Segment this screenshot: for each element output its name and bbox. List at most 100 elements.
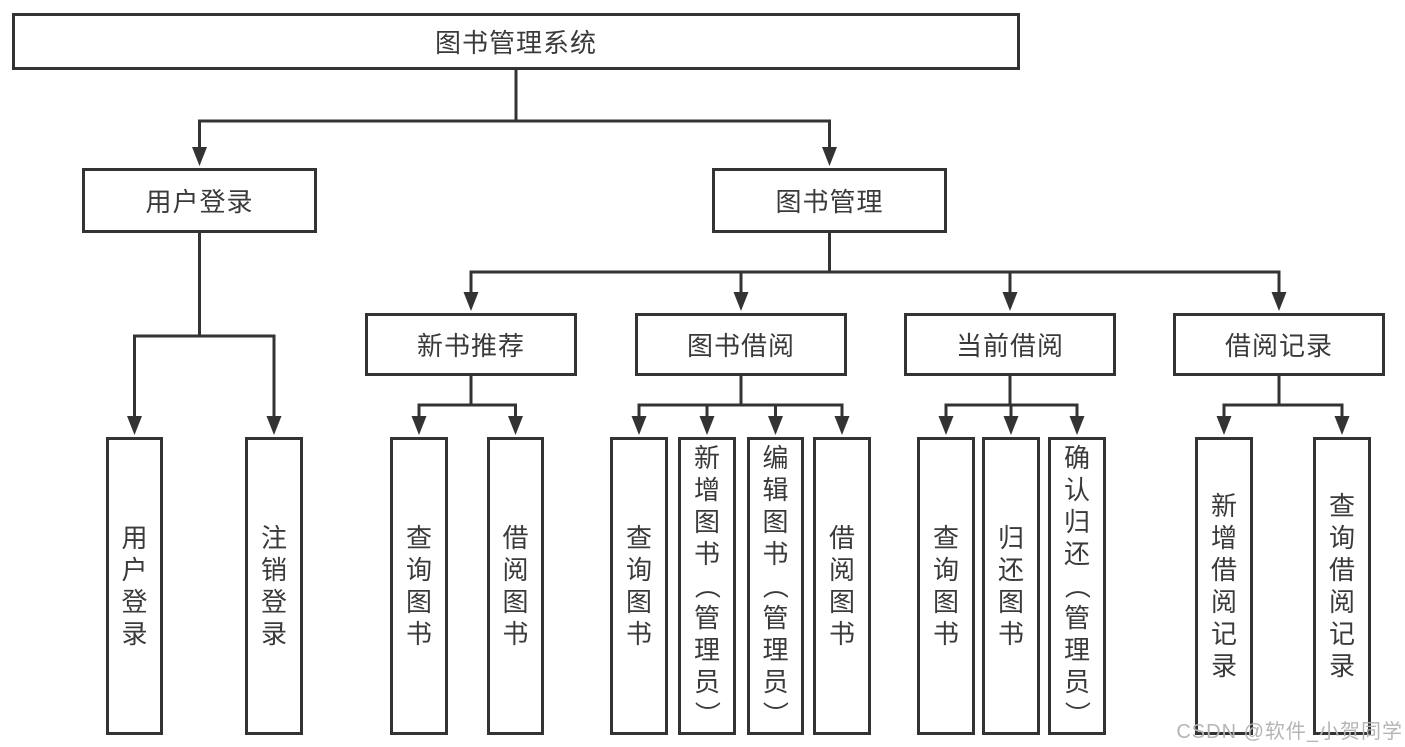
node-label: 图书借阅 [686, 331, 795, 361]
node-leaf-user-login: 用户登录 [106, 437, 163, 735]
node-label-char: 询 [405, 555, 432, 585]
node-label-char: 图 [502, 587, 529, 617]
edge-book-mgmt [463, 231, 1287, 311]
node-label-char: 书 [502, 619, 529, 649]
node-label-char: 增 [693, 475, 720, 505]
node-borrow-records: 借阅记录 [1173, 313, 1385, 376]
edge-current-borrow [938, 374, 1085, 435]
node-label-vertical: 用户登录 [121, 440, 147, 732]
node-label-char: （ [1061, 572, 1092, 600]
node-label-char: 记 [1328, 619, 1355, 649]
node-label-char: 员 [1063, 667, 1090, 697]
node-label-vertical: 查询借阅记录 [1329, 440, 1355, 732]
node-label: 图书管理系统 [434, 28, 597, 58]
node-label-char: 还 [997, 555, 1024, 585]
watermark: CSDN @软件_小贺同学 [1176, 721, 1403, 743]
node-label-char: 注 [260, 523, 287, 553]
node-book-mgmt: 图书管理 [712, 168, 947, 233]
node-label-char: ） [691, 700, 722, 728]
node-label-char: 录 [260, 619, 287, 649]
edge-root [192, 68, 837, 166]
node-label-char: 录 [121, 619, 148, 649]
node-label-vertical: 借阅图书 [502, 440, 528, 732]
node-label-vertical: 查询图书 [626, 440, 652, 732]
edge-book-borrow [631, 374, 850, 435]
node-label-char: 图 [997, 587, 1024, 617]
node-label-char: 归 [1063, 507, 1090, 537]
node-label-vertical: 新增借阅记录 [1211, 440, 1237, 732]
node-new-book-rec: 新书推荐 [365, 313, 577, 376]
node-label-vertical: 确认归还（管理员） [1061, 440, 1092, 732]
node-leaf-logout: 注销登录 [245, 437, 303, 735]
node-label-char: 管 [1063, 603, 1090, 633]
node-label-char: 员 [762, 667, 789, 697]
node-label-char: 书 [693, 539, 720, 569]
node-label-char: 图 [625, 587, 652, 617]
node-label-char: 书 [625, 619, 652, 649]
node-label-char: 员 [693, 667, 720, 697]
node-label-char: 确 [1063, 443, 1090, 473]
node-label-vertical: 借阅图书 [829, 440, 855, 732]
node-label-vertical: 归还图书 [998, 440, 1024, 732]
node-label-char: 书 [997, 619, 1024, 649]
node-label-char: 理 [693, 635, 720, 665]
node-label-char: 阅 [1210, 587, 1237, 617]
node-label: 用户登录 [145, 187, 254, 217]
node-label-char: 查 [625, 523, 652, 553]
edge-borrow-records [1216, 374, 1350, 435]
node-label-char: 新 [693, 443, 720, 473]
node-leaf-bb-borrow: 借阅图书 [813, 437, 871, 735]
node-label-char: 书 [828, 619, 855, 649]
node-label-char: 记 [1210, 619, 1237, 649]
node-label: 当前借阅 [955, 331, 1064, 361]
node-label-char: 户 [121, 555, 148, 585]
node-label-char: ） [760, 700, 791, 728]
node-label-char: 询 [625, 555, 652, 585]
node-label-char: 辑 [762, 475, 789, 505]
node-leaf-cb-return: 归还图书 [982, 437, 1040, 735]
node-label-char: 认 [1063, 475, 1090, 505]
node-label-vertical: 查询图书 [406, 440, 432, 732]
node-label-char: ） [1061, 700, 1092, 728]
edge-user-login [127, 231, 282, 435]
node-label-vertical: 查询图书 [933, 440, 959, 732]
node-label-char: 借 [828, 523, 855, 553]
node-label-char: 理 [1063, 635, 1090, 665]
node-book-borrow: 图书借阅 [635, 313, 847, 376]
node-leaf-nbr-query: 查询图书 [390, 437, 448, 735]
node-label-char: （ [760, 572, 791, 600]
node-label-char: 书 [762, 539, 789, 569]
node-label-char: 编 [762, 443, 789, 473]
node-label: 图书管理 [775, 187, 884, 217]
node-label-char: 管 [693, 603, 720, 633]
node-label-char: 理 [762, 635, 789, 665]
node-label-char: 图 [405, 587, 432, 617]
node-current-borrow: 当前借阅 [904, 313, 1116, 376]
node-label-char: 图 [693, 507, 720, 537]
node-label-char: 登 [260, 587, 287, 617]
node-label-char: 阅 [1328, 587, 1355, 617]
node-leaf-bb-edit: 编辑图书（管理员） [747, 437, 804, 735]
node-label-char: 图 [932, 587, 959, 617]
node-label-char: 询 [932, 555, 959, 585]
node-user-login: 用户登录 [82, 168, 317, 233]
node-label-char: 录 [1210, 651, 1237, 681]
node-label-char: 用 [121, 523, 148, 553]
node-label-char: （ [691, 572, 722, 600]
node-label-char: 查 [405, 523, 432, 553]
node-leaf-br-query: 查询借阅记录 [1313, 437, 1371, 735]
node-label-char: 增 [1210, 523, 1237, 553]
node-leaf-bb-add: 新增图书 （ 管理员 ） [678, 437, 736, 735]
node-label-vertical: 注销登录 [261, 440, 287, 732]
node-label-char: 借 [502, 523, 529, 553]
edge-new-book-rec [411, 374, 523, 435]
node-leaf-cb-query: 查询图书 [917, 437, 975, 735]
node-label-char: 书 [405, 619, 432, 649]
node-label-char: 录 [1328, 651, 1355, 681]
node-leaf-bb-query: 查询图书 [610, 437, 668, 735]
node-leaf-br-add: 新增借阅记录 [1195, 437, 1253, 735]
node-root: 图书管理系统 [12, 13, 1020, 70]
node-label-char: 图 [828, 587, 855, 617]
node-label-char: 登 [121, 587, 148, 617]
node-label-char: 销 [260, 555, 287, 585]
